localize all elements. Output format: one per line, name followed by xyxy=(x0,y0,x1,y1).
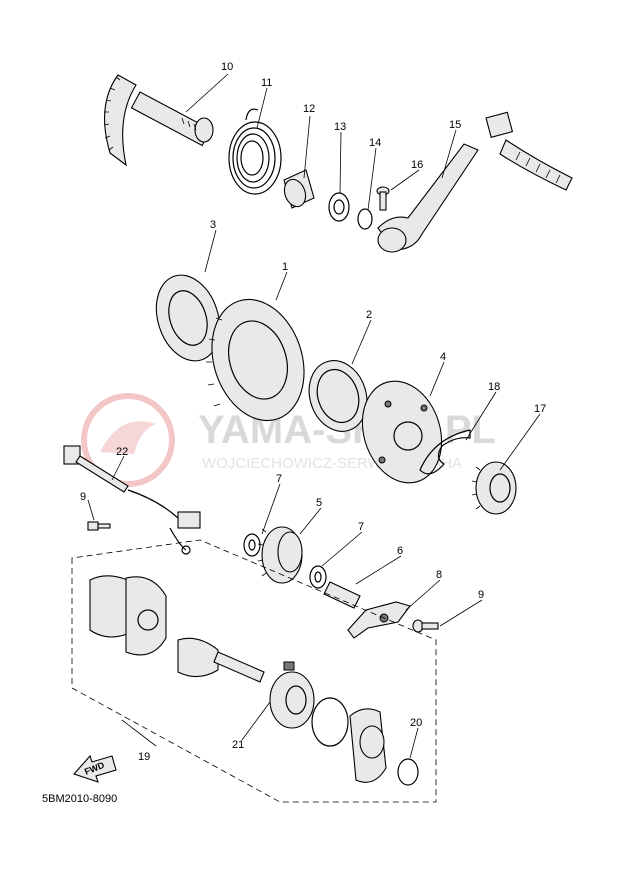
callout-13: 12 xyxy=(303,103,315,115)
callout-1: 1 xyxy=(282,261,288,273)
part-12-torsion-spring[interactable] xyxy=(228,108,282,195)
callout-5: 5 xyxy=(316,497,322,509)
part-16-kick-crank[interactable] xyxy=(377,111,573,253)
part-5-idle-gear[interactable] xyxy=(257,526,303,584)
callout-10: 9 xyxy=(80,491,86,503)
callout-8: 8 xyxy=(436,569,442,581)
part-20-starter-motor-assembly[interactable] xyxy=(71,539,437,803)
callout-7b: 7 xyxy=(358,521,364,533)
part-10-screw[interactable] xyxy=(87,521,111,531)
callout-21: 20 xyxy=(410,717,422,729)
callout-3: 3 xyxy=(210,219,216,231)
part-11-kick-axle[interactable] xyxy=(103,74,214,167)
part-7a-washer[interactable] xyxy=(243,533,261,557)
forward-direction-arrow: FWD xyxy=(73,754,117,783)
callout-16: 15 xyxy=(449,119,461,131)
part-14-washer[interactable] xyxy=(328,192,350,222)
callout-22: 21 xyxy=(232,739,244,751)
callout-18: 17 xyxy=(534,403,546,415)
callout-12: 11 xyxy=(261,77,272,89)
part-2-one-way-clutch[interactable] xyxy=(300,353,376,439)
part-13-collar[interactable] xyxy=(281,169,315,210)
leader-lines xyxy=(87,73,541,759)
part-4-clutch-housing[interactable] xyxy=(350,371,454,493)
part-21-o-ring[interactable] xyxy=(397,758,419,786)
part-9-bolt[interactable] xyxy=(412,619,439,633)
callout-2: 2 xyxy=(366,309,372,321)
diagram-code: 5BM2010-8090 xyxy=(42,793,117,805)
callout-23: 22 xyxy=(116,446,128,458)
callout-20: 19 xyxy=(138,751,150,763)
part-17-bolt[interactable] xyxy=(376,186,390,211)
part-8-bracket[interactable] xyxy=(347,601,411,639)
part-19-clip[interactable] xyxy=(419,429,471,475)
callout-15: 14 xyxy=(369,137,381,149)
callout-9: 9 xyxy=(478,589,484,601)
part-15-circlip[interactable] xyxy=(357,208,373,230)
part-7b-washer[interactable] xyxy=(309,565,327,589)
callout-14: 13 xyxy=(334,121,346,133)
part-18-idler-gear[interactable] xyxy=(471,461,517,515)
callout-labels: 10 11 12 13 14 16 15 3 1 2 4 18 17 22 9 … xyxy=(80,61,546,763)
callout-17: 16 xyxy=(411,159,423,171)
part-22-brush-holder[interactable] xyxy=(283,661,295,671)
part-6-idle-shaft[interactable] xyxy=(323,581,361,609)
callout-7a: 7 xyxy=(276,473,282,485)
part-23-lead-wire[interactable] xyxy=(63,445,201,555)
part-1-starter-wheel-gear[interactable] xyxy=(197,287,319,432)
callout-11: 10 xyxy=(221,61,233,73)
callout-19: 18 xyxy=(488,381,500,393)
callout-4: 4 xyxy=(440,351,446,363)
callout-6: 6 xyxy=(397,545,403,557)
part-3-oil-seal[interactable] xyxy=(146,267,230,369)
